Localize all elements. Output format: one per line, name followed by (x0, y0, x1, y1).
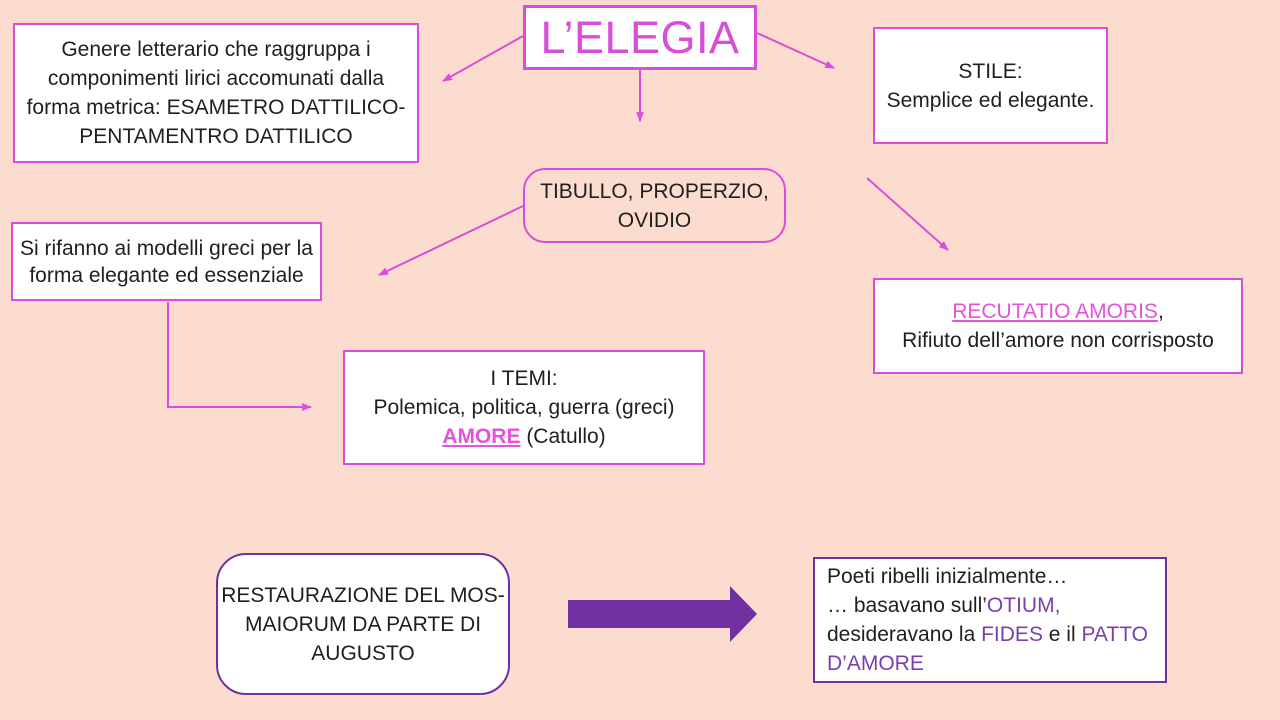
damore-highlight: D’AMORE (827, 652, 924, 675)
fides-highlight: FIDES (981, 623, 1043, 646)
genere-text: Genere letterario che raggruppa i compon… (26, 38, 406, 148)
poeti-line3-mid: e il (1042, 623, 1082, 646)
patto-highlight: PATTO (1081, 623, 1148, 646)
arrow-title-to-stile (756, 32, 836, 69)
poeti-line3-pre: desideravano la (827, 623, 982, 646)
box-poeti-ribelli: Poeti ribelli inizialmente… … basavano s… (813, 557, 1167, 683)
temi-line1: I TEMI: (490, 367, 558, 390)
box-stile: STILE: Semplice ed elegante. (873, 27, 1108, 144)
block-arrow-right (568, 586, 757, 642)
temi-line2: Polemica, politica, guerra (greci) (373, 396, 675, 419)
restaurazione-line1: RESTAURAZIONE DEL MOS- (221, 583, 505, 607)
recusatio-link-suffix: , (1157, 300, 1164, 323)
temi-line3: AMORE (Catullo) (442, 422, 605, 451)
poeti-line3: desideravano la FIDES e il PATTO (827, 620, 1148, 649)
modelli-text: Si rifanno ai modelli greci per la forma… (20, 236, 313, 287)
autori-text: TIBULLO, PROPERZIO, OVIDIO (540, 179, 769, 232)
arrow-stile-to-recusatio (866, 177, 949, 251)
box-modelli-greci: Si rifanno ai modelli greci per la forma… (11, 222, 322, 301)
recusatio-line1: RECUTATIO AMORIS, (952, 297, 1164, 326)
arrow-autori-down-left (377, 205, 524, 276)
box-autori-elegiaci: TIBULLO, PROPERZIO, OVIDIO (523, 168, 786, 243)
otium-highlight: OTIUM, (986, 594, 1061, 617)
restaurazione-line3: AUGUSTO (311, 641, 415, 665)
amore-link[interactable]: AMORE (442, 425, 521, 448)
arrow-title-to-genere (442, 35, 524, 82)
poeti-line2: … basavano sull’OTIUM, (827, 591, 1060, 620)
poeti-line1: Poeti ribelli inizialmente… (827, 565, 1068, 588)
recusatio-line2: Rifiuto dell’amore non corrisposto (902, 329, 1214, 352)
slide-title: L’ELEGIA (540, 11, 740, 63)
title-box: L’ELEGIA (523, 5, 757, 70)
stile-line2: Semplice ed elegante. (886, 88, 1095, 112)
poeti-line4: D’AMORE (827, 649, 924, 678)
stile-line1: STILE: (958, 59, 1023, 83)
restaurazione-line2: MAIORUM DA PARTE DI (244, 612, 482, 636)
temi-line3-rest: (Catullo) (520, 425, 606, 448)
box-genere-letterario: Genere letterario che raggruppa i compon… (13, 23, 419, 163)
recusatio-link[interactable]: RECUTATIO AMORIS (952, 300, 1158, 323)
box-restaurazione-mos-maiorum: RESTAURAZIONE DEL MOS- MAIORUM DA PARTE … (216, 553, 510, 695)
elbow-arrow-modelli-to-temi (167, 302, 313, 411)
poeti-line2-pre: … basavano sull’ (827, 594, 987, 617)
box-temi: I TEMI: Polemica, politica, guerra (grec… (343, 350, 705, 465)
box-recusatio-amoris: RECUTATIO AMORIS, Rifiuto dell’amore non… (873, 278, 1243, 374)
